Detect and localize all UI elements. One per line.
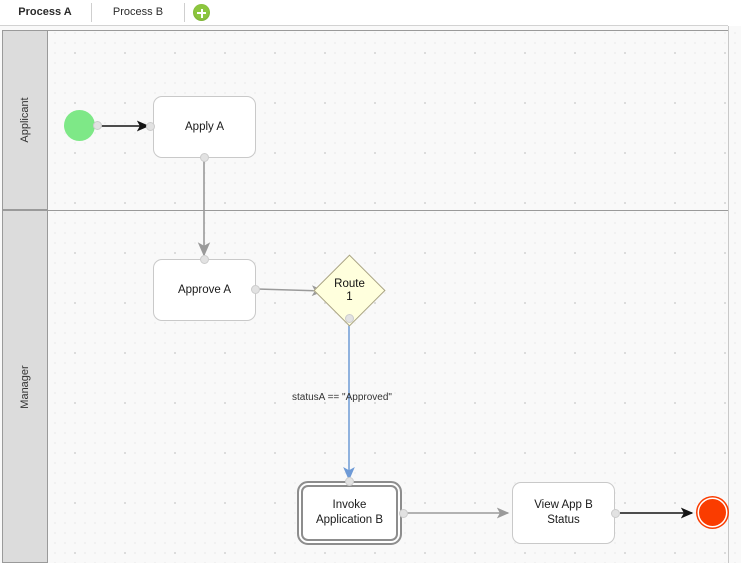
tab-process-b[interactable]: Process B [93, 0, 183, 25]
gateway-route-1-label-line1: Route [334, 277, 365, 290]
lane-header-manager[interactable]: Manager [2, 210, 48, 563]
task-invoke-application-b-label-line1: Invoke [332, 499, 367, 512]
task-view-app-b-status[interactable]: View App B Status [512, 482, 615, 544]
tab-separator-1 [91, 3, 92, 22]
sequence-flows [97, 120, 694, 519]
start-event-handle-right[interactable] [93, 121, 102, 130]
task-view-app-b-status-handle-right[interactable] [611, 509, 620, 518]
task-invoke-application-b-handle-top[interactable] [345, 477, 354, 486]
task-invoke-application-b-handle-right[interactable] [399, 509, 408, 518]
tab-bar: Process A Process B [0, 0, 741, 26]
task-invoke-application-b-label-line2: Application B [315, 514, 384, 526]
flow-condition-label: statusA == "Approved" [292, 392, 392, 403]
end-event[interactable] [699, 499, 726, 526]
gateway-route-1[interactable]: Route 1 [313, 254, 386, 327]
task-view-app-b-status-label-line1: View App B [534, 499, 593, 512]
task-apply-a-handle-bottom[interactable] [200, 153, 209, 162]
tab-process-a[interactable]: Process A [0, 0, 90, 25]
task-view-app-b-status-label: View App B Status [534, 498, 593, 527]
task-apply-a[interactable]: Apply A [153, 96, 256, 158]
gateway-route-1-label-line2: 1 [346, 290, 353, 303]
gateway-route-1-handle-bottom[interactable] [345, 314, 354, 323]
gateway-route-1-label: Route 1 [334, 277, 365, 303]
start-event[interactable] [64, 110, 95, 141]
tab-process-b-label: Process B [112, 6, 164, 18]
lane-header-applicant[interactable]: Applicant [2, 30, 48, 210]
tab-process-a-label: Process A [18, 6, 72, 18]
task-apply-a-handle-left[interactable] [146, 122, 155, 131]
task-apply-a-label: Apply A [185, 120, 224, 133]
page-boundary-line [728, 26, 729, 563]
task-invoke-application-b[interactable]: Invoke Application B [297, 481, 402, 545]
add-process-button[interactable] [193, 4, 210, 21]
flow-approve-a-to-route-1[interactable] [256, 285, 325, 297]
diagram-canvas[interactable]: Applicant Manager [0, 26, 741, 563]
tab-separator-2 [184, 3, 185, 22]
task-approve-a-handle-top[interactable] [200, 255, 209, 264]
task-view-app-b-status-label-line2: Status [547, 514, 580, 526]
task-approve-a-handle-right[interactable] [251, 285, 260, 294]
task-approve-a[interactable]: Approve A [153, 259, 256, 321]
tab-bar-underline [0, 25, 728, 26]
task-approve-a-label: Approve A [177, 283, 232, 296]
task-invoke-application-b-label: Invoke Application B [316, 498, 383, 527]
lane-divider [2, 210, 728, 211]
